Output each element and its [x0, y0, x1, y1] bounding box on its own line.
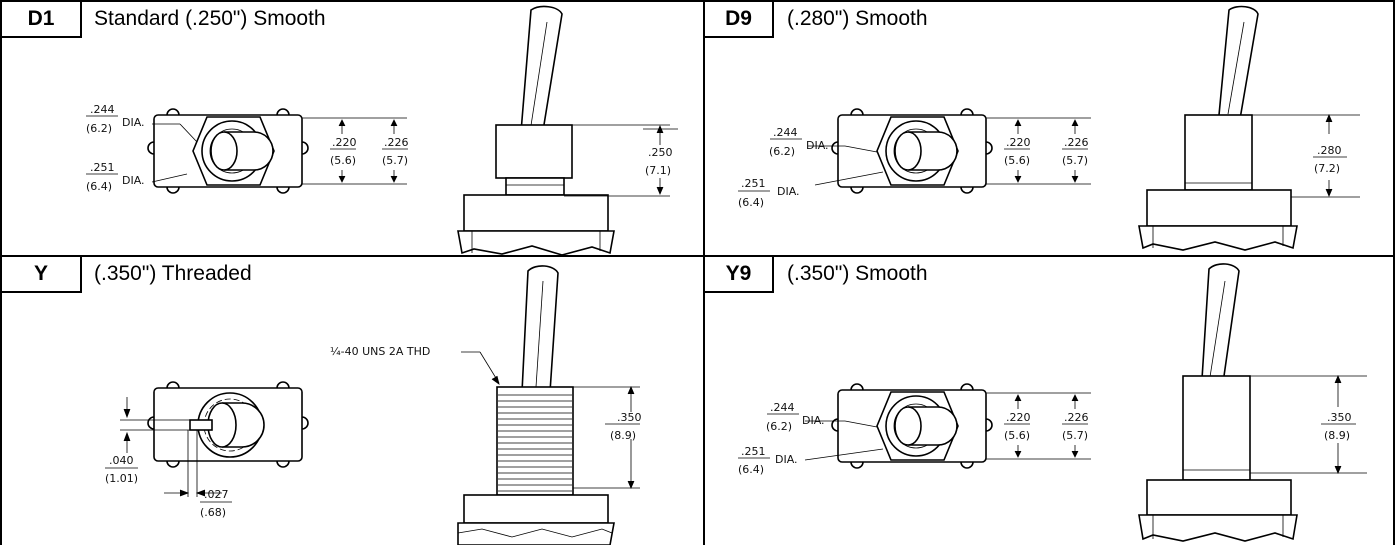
dim-dia-a-suffix: DIA.: [802, 414, 825, 427]
top-view-dims: [105, 397, 640, 503]
border-left: [0, 0, 2, 545]
y9-drawing: .244 (6.2) DIA. .251 (6.4) DIA. .220 (5.…: [738, 263, 1367, 542]
dim-dia-b-suffix: DIA.: [775, 453, 798, 466]
top-view: [147, 381, 309, 468]
dim-dia-a-mm: (6.2): [769, 145, 795, 158]
dim-slot-h-in: .040: [109, 454, 134, 467]
dim-h-in: .350: [617, 411, 642, 424]
dim-h-in: .250: [648, 146, 673, 159]
side-view-dims: [1252, 113, 1360, 198]
dim-slot-w-mm: (.68): [200, 506, 226, 519]
dim-w1-in: .220: [332, 136, 357, 149]
dim-dia-a-mm: (6.2): [766, 420, 792, 433]
panel-title: (.350") Threaded: [94, 262, 252, 285]
side-view-dims: [1250, 374, 1367, 475]
side-view-dims: [564, 124, 670, 197]
top-view: [831, 383, 993, 469]
dim-dia-a-in: .244: [90, 103, 115, 116]
dim-w1-mm: (5.6): [330, 154, 356, 167]
dim-dia-b-in: .251: [90, 161, 115, 174]
dim-w1-in: .220: [1006, 411, 1031, 424]
top-view-dims: [738, 392, 1356, 461]
dim-dia-a-in: .244: [773, 126, 798, 139]
side-view: [1138, 5, 1298, 251]
dim-dia-a-suffix: DIA.: [122, 116, 145, 129]
side-view: [457, 5, 615, 255]
thread-lines: [498, 394, 572, 492]
side-view-dims: [461, 351, 640, 490]
dim-w2-in: .226: [1064, 136, 1089, 149]
dim-w1-in: .220: [1006, 136, 1031, 149]
dim-w2-mm: (5.7): [382, 154, 408, 167]
d1-drawing: .244 (6.2) DIA. .251 (6.4) DIA. .220 (5.…: [86, 5, 678, 255]
dim-dia-b-in: .251: [741, 177, 766, 190]
dim-h-in: .280: [1317, 144, 1342, 157]
d9-drawing: .244 (6.2) DIA. .251 (6.4) DIA. .220 (5.…: [738, 5, 1360, 251]
panel-tag: D1: [2, 2, 82, 38]
dim-dia-b-suffix: DIA.: [777, 185, 800, 198]
panel-y9: Y9 (.350") Smooth: [705, 257, 1393, 545]
border-right: [1393, 0, 1395, 545]
dim-dia-b-mm: (6.4): [738, 196, 764, 209]
dim-dia-a-in: .244: [770, 401, 795, 414]
dim-dia-b-mm: (6.4): [738, 463, 764, 476]
dim-h-in: .350: [1327, 411, 1352, 424]
panel-d1: D1 Standard (.250") Smooth: [2, 2, 703, 255]
top-view: [147, 108, 309, 194]
border-top: [0, 0, 1395, 2]
dim-h-mm: (7.1): [645, 164, 671, 177]
dim-dia-a-suffix: DIA.: [806, 139, 829, 152]
dim-dia-b-suffix: DIA.: [122, 174, 145, 187]
panel-title: (.350") Smooth: [787, 262, 928, 285]
thread-callout: ¼-40 UNS 2A THD: [330, 345, 430, 358]
dim-w2-mm: (5.7): [1062, 429, 1088, 442]
dim-w2-mm: (5.7): [1062, 154, 1088, 167]
panel-title: (.280") Smooth: [787, 7, 928, 30]
dim-w1-mm: (5.6): [1004, 154, 1030, 167]
panel-tag: D9: [705, 2, 774, 38]
dim-dia-a-mm: (6.2): [86, 122, 112, 135]
dim-slot-h-mm: (1.01): [105, 472, 138, 485]
dim-dia-b-mm: (6.4): [86, 180, 112, 193]
top-view: [831, 108, 993, 194]
dim-h-mm: (8.9): [1324, 429, 1350, 442]
side-view: [1138, 263, 1298, 542]
dim-w1-mm: (5.6): [1004, 429, 1030, 442]
border-middle-horizontal: [0, 255, 1395, 257]
dim-w2-in: .226: [384, 136, 409, 149]
y-drawing: .040 (1.01) .027 (.68): [105, 265, 642, 545]
border-middle-vertical: [703, 0, 705, 545]
panel-title: Standard (.250") Smooth: [94, 7, 326, 30]
dim-dia-b-in: .251: [741, 445, 766, 458]
dim-slot-w-in: .027: [204, 488, 229, 501]
dim-w2-in: .226: [1064, 411, 1089, 424]
panel-d9: D9 (.280") Smooth: [705, 2, 1393, 255]
dim-h-mm: (7.2): [1314, 162, 1340, 175]
top-view-dims: [738, 117, 1347, 192]
dim-h-mm: (8.9): [610, 429, 636, 442]
panel-tag: Y9: [705, 257, 774, 293]
panel-tag: Y: [2, 257, 82, 293]
top-view-dims: [86, 115, 678, 185]
panel-y: Y (.350") Threaded: [2, 257, 703, 545]
